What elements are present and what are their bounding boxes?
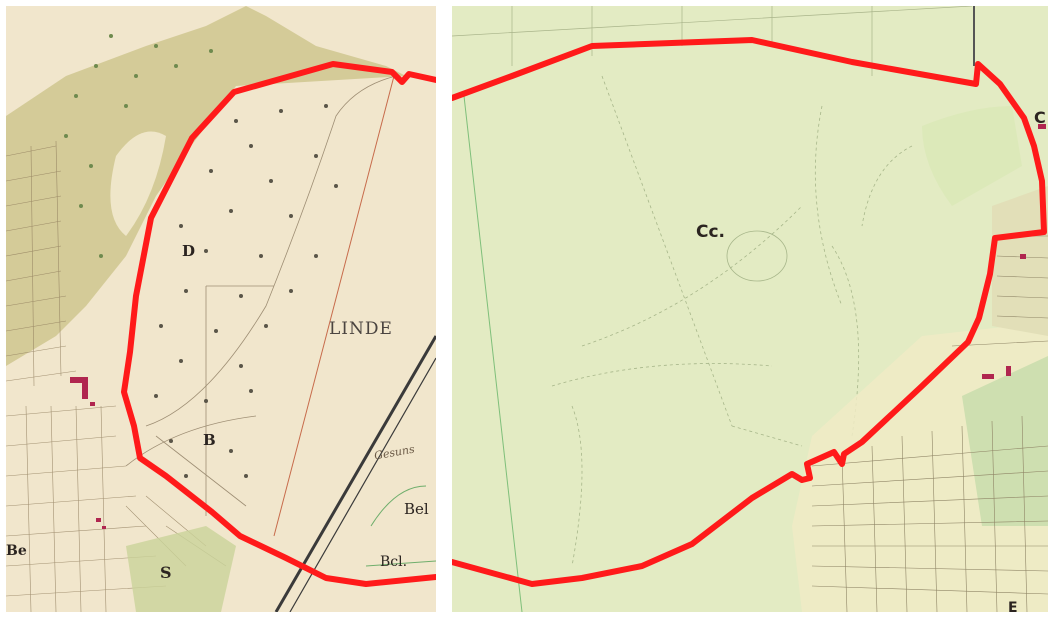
- label-c: C: [1034, 108, 1046, 127]
- forest-tree-symbols: [64, 34, 213, 258]
- stream-left: [463, 95, 523, 612]
- left-map-artwork: [6, 6, 436, 612]
- green-parcel: [962, 356, 1048, 526]
- parcel-grid-left: [6, 140, 227, 612]
- label-linde: LINDE: [329, 319, 393, 339]
- label-bel-top: Bel: [404, 500, 429, 518]
- boundary-outline: [121, 61, 436, 587]
- right-map-artwork: [452, 6, 1048, 612]
- meadow-parcel: [126, 526, 236, 612]
- tree-symbols: [154, 104, 338, 478]
- building-cluster: [70, 377, 106, 529]
- building-cluster-right: [982, 124, 1046, 379]
- left-map-panel: D B S Be Bel Bcl. LINDE Gesuns: [6, 6, 436, 612]
- village-area-right: [992, 186, 1048, 336]
- stream-lines: [365, 485, 436, 567]
- boundary-outline-right: [452, 37, 1047, 587]
- label-b: B: [203, 431, 216, 449]
- label-cc: Cc.: [696, 222, 726, 242]
- label-d: D: [182, 242, 196, 260]
- village-area: [792, 306, 1048, 612]
- meadow-parcel-right: [922, 106, 1022, 206]
- label-s: S: [160, 563, 172, 582]
- parcel-lines-top: [452, 6, 973, 76]
- oval-feature: [726, 230, 788, 282]
- label-bel-bottom: Bcl.: [380, 554, 408, 570]
- label-be: Be: [6, 543, 27, 559]
- right-map-panel: Cc. C E: [452, 6, 1048, 612]
- parcel-boundary-line: [273, 75, 395, 537]
- clearing-area: [110, 131, 166, 236]
- label-e: E: [1008, 600, 1018, 612]
- forest-area: [6, 6, 406, 366]
